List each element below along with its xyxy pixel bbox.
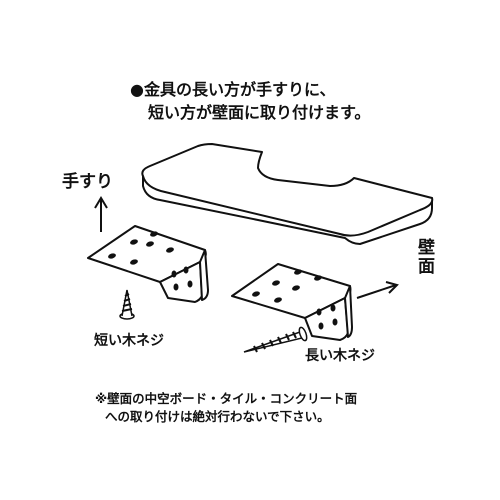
warning-note-line-2: への取り付けは絶対行わないで下さい。: [105, 409, 330, 424]
right-arrow-icon: [356, 281, 399, 299]
up-arrow-icon: [94, 196, 108, 232]
long-bracket: [231, 263, 353, 341]
instruction-line-1: ●金具の長い方が手すりに、: [130, 80, 336, 99]
long-screw-icon: [243, 326, 308, 353]
long-screw-label: 長い木ネジ: [305, 348, 375, 364]
wall-label: 壁面: [414, 238, 434, 276]
short-screw-icon: [119, 289, 135, 320]
handrail-label: 手すり: [62, 172, 113, 192]
handrail-board: [141, 143, 434, 245]
instruction-line-2: 短い方が壁面に取り付けます。: [148, 103, 371, 122]
short-bracket: [87, 225, 209, 303]
short-screw-label: 短い木ネジ: [94, 333, 164, 349]
warning-note-line-1: ※壁面の中空ボード・タイル・コンクリート面: [95, 391, 358, 406]
